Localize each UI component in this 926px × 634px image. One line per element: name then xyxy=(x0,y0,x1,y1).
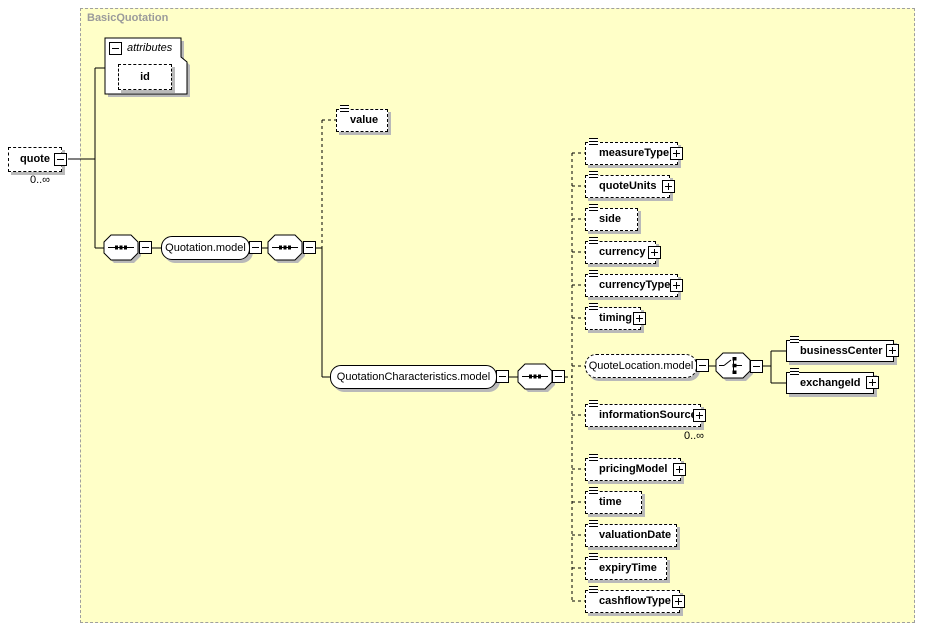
expand-icon[interactable] xyxy=(693,409,706,422)
collapse-icon[interactable] xyxy=(750,360,763,373)
simple-content-icon xyxy=(589,454,598,461)
multiplicity-label: 0..∞ xyxy=(29,174,51,186)
element-currency[interactable]: currency xyxy=(585,237,661,264)
sequence-icon[interactable] xyxy=(267,234,309,266)
element-currencyType[interactable]: currencyType xyxy=(585,270,683,297)
simple-content-icon xyxy=(589,303,598,310)
expand-icon[interactable] xyxy=(670,147,683,160)
expand-icon[interactable] xyxy=(633,312,646,325)
simple-content-icon xyxy=(790,368,799,375)
collapse-icon[interactable] xyxy=(139,241,152,254)
element-valuationDate[interactable]: valuationDate xyxy=(585,520,677,547)
expand-icon[interactable] xyxy=(886,344,899,357)
attribute-id[interactable]: id xyxy=(118,64,172,90)
sequence-icon[interactable] xyxy=(103,234,145,266)
expand-icon[interactable] xyxy=(672,595,685,608)
element-informationSource[interactable]: informationSource xyxy=(585,400,706,427)
sequence-icon[interactable] xyxy=(517,363,559,395)
expand-icon[interactable] xyxy=(670,279,683,292)
element-pricingModel[interactable]: pricingModel xyxy=(585,454,686,481)
element-quote[interactable]: quote xyxy=(8,147,67,172)
collapse-icon[interactable] xyxy=(496,370,509,383)
group-title: BasicQuotation xyxy=(87,12,169,24)
multiplicity-label: 0..∞ xyxy=(683,430,705,442)
element-time[interactable]: time xyxy=(585,487,642,514)
collapse-icon[interactable] xyxy=(54,153,67,166)
expand-icon[interactable] xyxy=(866,376,879,389)
expand-icon[interactable] xyxy=(648,246,661,259)
element-expiryTime[interactable]: expiryTime xyxy=(585,553,667,580)
model-group-quote-location[interactable]: QuoteLocation.model xyxy=(585,354,697,378)
collapse-icon[interactable] xyxy=(249,241,262,254)
simple-content-icon xyxy=(589,171,598,178)
element-measureType[interactable]: measureType xyxy=(585,138,683,165)
simple-content-icon xyxy=(589,138,598,145)
element-businessCenter[interactable]: businessCenter xyxy=(786,336,899,362)
simple-content-icon xyxy=(790,336,799,343)
simple-content-icon xyxy=(589,520,598,527)
simple-content-icon xyxy=(589,237,598,244)
expand-icon[interactable] xyxy=(662,180,675,193)
simple-content-icon xyxy=(589,487,598,494)
element-value[interactable]: value xyxy=(336,105,388,132)
element-timing[interactable]: timing xyxy=(585,303,646,330)
element-exchangeId[interactable]: exchangeId xyxy=(786,368,879,394)
collapse-icon[interactable] xyxy=(303,241,316,254)
simple-content-icon xyxy=(589,553,598,560)
element-side[interactable]: side xyxy=(585,204,638,231)
collapse-icon[interactable] xyxy=(696,359,709,372)
expand-icon[interactable] xyxy=(673,463,686,476)
simple-content-icon xyxy=(340,105,349,112)
choice-icon[interactable] xyxy=(715,352,757,384)
simple-content-icon xyxy=(589,204,598,211)
simple-content-icon xyxy=(589,270,598,277)
model-group-quotation[interactable]: Quotation.model xyxy=(161,236,250,260)
element-cashflowType[interactable]: cashflowType xyxy=(585,586,685,613)
attributes-box-label: attributes xyxy=(127,42,173,54)
collapse-icon[interactable] xyxy=(552,370,565,383)
simple-content-icon xyxy=(589,586,598,593)
element-quoteUnits[interactable]: quoteUnits xyxy=(585,171,675,198)
basicquotation-group-frame xyxy=(80,8,915,623)
model-group-quotation-characteristics[interactable]: QuotationCharacteristics.model xyxy=(330,365,497,389)
simple-content-icon xyxy=(589,400,598,407)
collapse-icon[interactable] xyxy=(109,42,122,55)
